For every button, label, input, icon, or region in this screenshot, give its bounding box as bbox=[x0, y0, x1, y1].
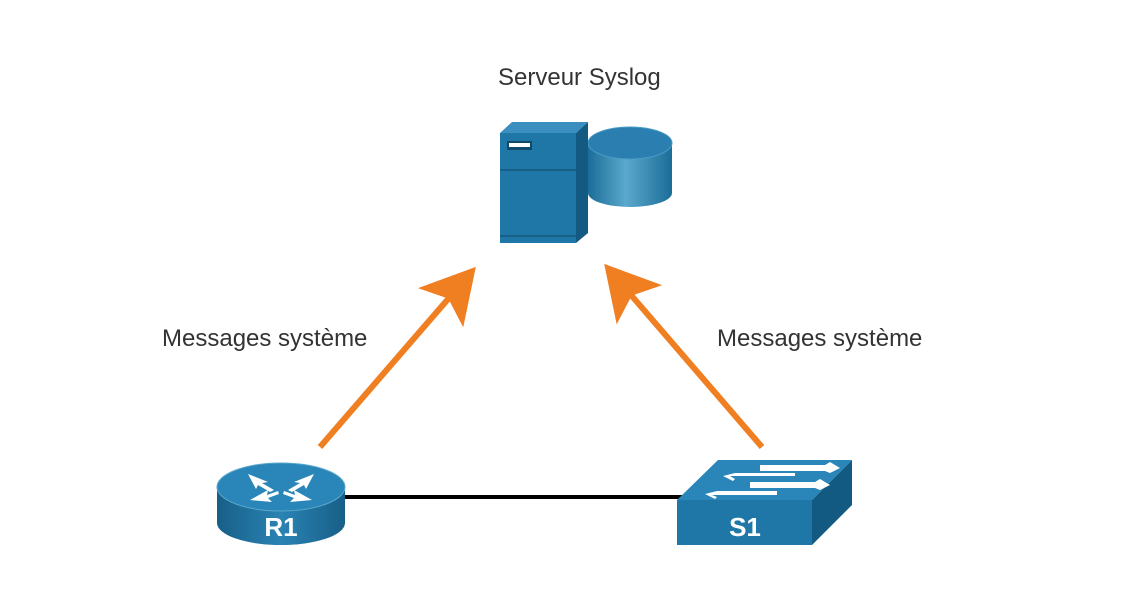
arrow-s1-to-server bbox=[604, 263, 765, 449]
switch-label: S1 bbox=[729, 512, 761, 542]
router-label: R1 bbox=[264, 512, 297, 542]
arrow-r1-to-server bbox=[317, 266, 476, 449]
router-icon bbox=[216, 462, 346, 545]
server-label: Serveur Syslog bbox=[498, 64, 661, 91]
left-arrow-label: Messages système bbox=[162, 325, 368, 352]
server-database-icon bbox=[500, 122, 673, 243]
right-arrow-label: Messages système bbox=[717, 325, 923, 352]
switch-icon bbox=[677, 460, 852, 545]
